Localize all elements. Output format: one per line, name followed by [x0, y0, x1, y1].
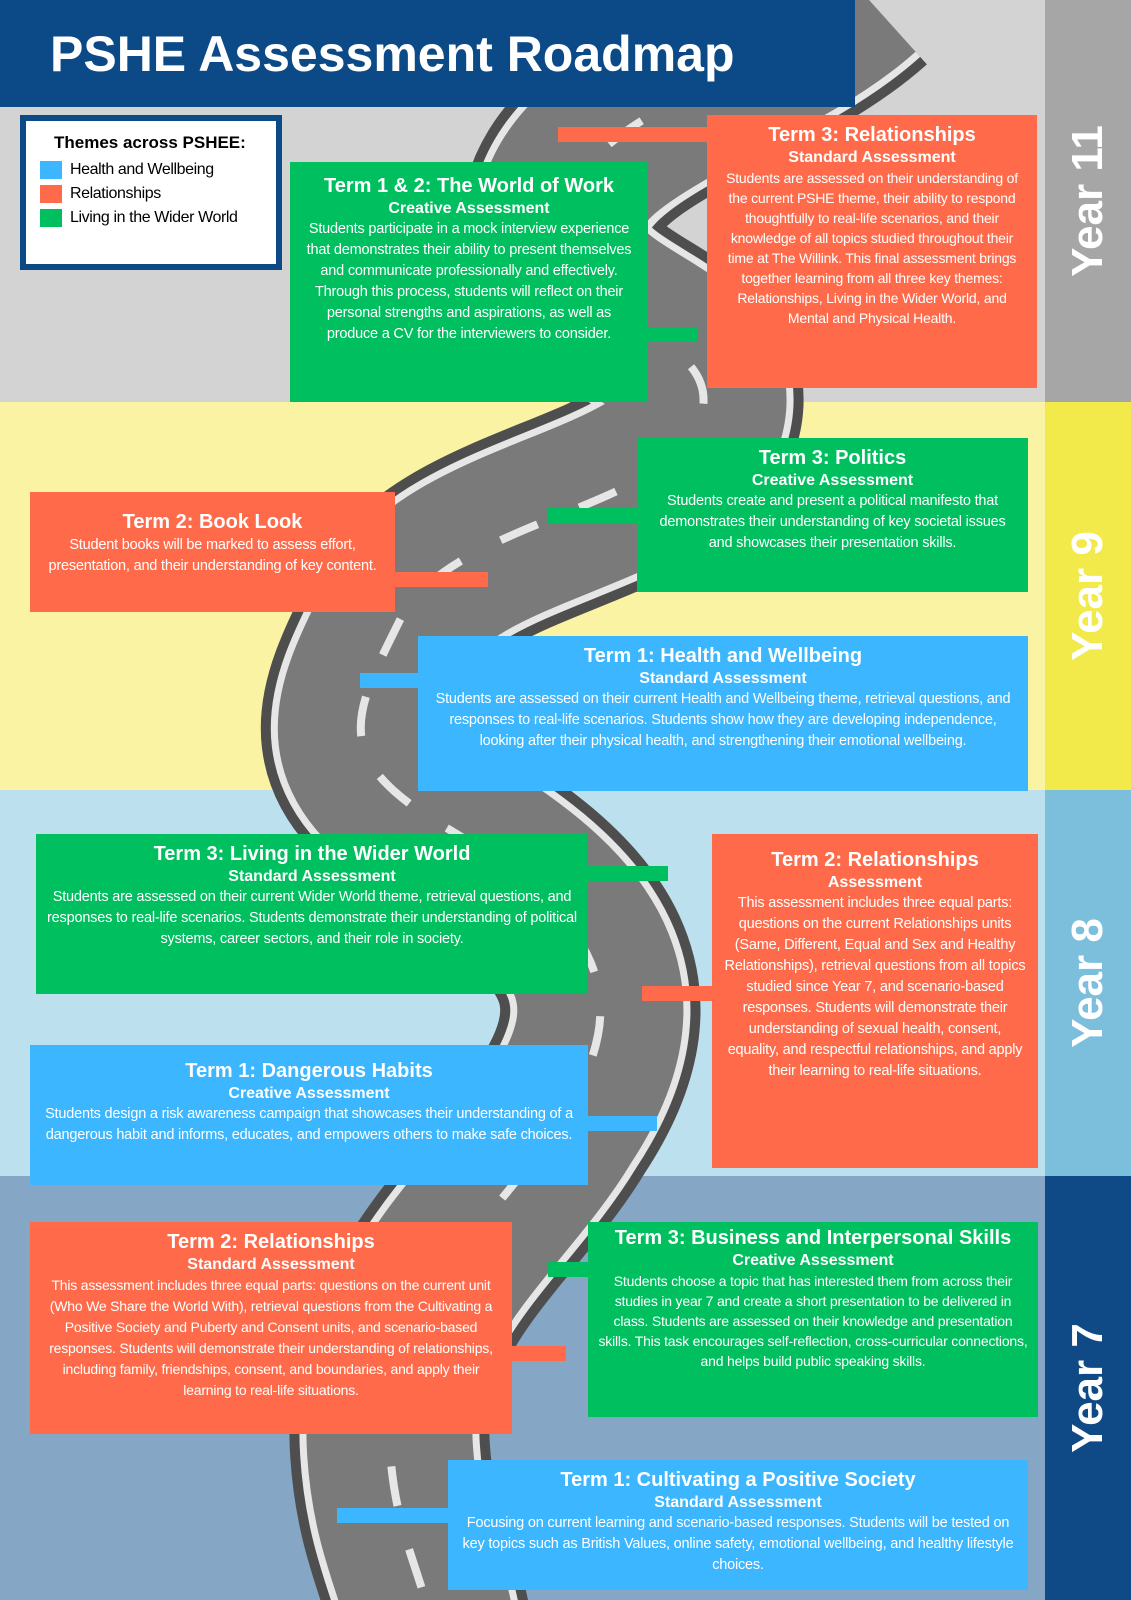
legend-item-relationships: Relationships — [40, 185, 262, 203]
legend-label: Health and Wellbeing — [70, 161, 214, 178]
card-title: Term 1: Dangerous Habits — [185, 1060, 433, 1082]
card-y7-relationships: Term 2: Relationships Standard Assessmen… — [30, 1222, 512, 1434]
year-8-label: Year 8 — [1045, 790, 1131, 1176]
connector — [640, 327, 698, 342]
card-y8-relationships: Term 2: Relationships Assessment This as… — [712, 834, 1038, 1168]
connector — [558, 127, 708, 142]
card-type: Assessment — [827, 874, 923, 891]
year-7-label: Year 7 — [1045, 1176, 1131, 1600]
card-type: Creative Assessment — [732, 1252, 894, 1269]
card-type: Standard Assessment — [187, 1256, 355, 1273]
card-body: Students choose a topic that has interes… — [598, 1273, 1028, 1369]
card-y8-dangerous-habits: Term 1: Dangerous Habits Creative Assess… — [30, 1045, 588, 1185]
year-9-text: Year 9 — [1063, 531, 1112, 661]
card-y11-world-of-work: Term 1 & 2: The World of Work Creative A… — [290, 162, 648, 402]
connector — [548, 1262, 590, 1277]
health-swatch — [40, 161, 62, 179]
card-body: Students participate in a mock interview… — [306, 221, 632, 342]
card-y7-business-skills: Term 3: Business and Interpersonal Skill… — [588, 1222, 1038, 1417]
year-11-label: Year 11 — [1045, 0, 1131, 402]
legend-label: Relationships — [70, 185, 161, 202]
relationships-swatch — [40, 185, 62, 203]
card-title: Term 3: Business and Interpersonal Skill… — [614, 1227, 1012, 1249]
card-y9-book-look: Term 2: Book Look Student books will be … — [30, 492, 395, 612]
card-y9-health-wellbeing: Term 1: Health and Wellbeing Standard As… — [418, 636, 1028, 791]
card-title: Term 3: Politics — [758, 447, 907, 469]
card-body: Focusing on current learning and scenari… — [462, 1515, 1014, 1573]
card-type: Creative Assessment — [751, 472, 914, 489]
card-title: Term 1: Cultivating a Positive Society — [560, 1469, 916, 1491]
year-7-text: Year 7 — [1063, 1323, 1112, 1453]
card-type: Standard Assessment — [788, 149, 956, 166]
card-body: Students are assessed on their current W… — [47, 889, 577, 947]
card-title: Term 2: Book Look — [122, 511, 303, 533]
card-type: Creative Assessment — [388, 200, 550, 217]
card-body: Students design a risk awareness campaig… — [45, 1106, 573, 1143]
card-y11-relationships: Term 3: Relationships Standard Assessmen… — [707, 115, 1037, 388]
legend-item-health: Health and Wellbeing — [40, 161, 262, 179]
card-body: Students create and present a political … — [659, 493, 1006, 551]
connector — [585, 866, 668, 881]
year-11-text: Year 11 — [1063, 125, 1113, 277]
connector — [337, 1508, 449, 1523]
card-body: This assessment includes three equal par… — [724, 895, 1026, 1079]
card-title: Term 1: Health and Wellbeing — [583, 645, 863, 667]
card-body: Student books will be marked to assess e… — [48, 537, 377, 574]
card-title: Term 2: Relationships — [167, 1231, 375, 1253]
connector — [585, 1116, 657, 1131]
card-type: Standard Assessment — [654, 1494, 822, 1511]
card-title: Term 3: Living in the Wider World — [153, 843, 471, 865]
connector — [360, 673, 420, 688]
card-y9-politics: Term 3: Politics Creative Assessment Stu… — [637, 438, 1028, 592]
card-body: Students are assessed on their current H… — [435, 691, 1011, 749]
themes-legend: Themes across PSHEE: Health and Wellbein… — [20, 115, 282, 270]
connector — [390, 572, 488, 587]
card-title: Term 3: Relationships — [768, 124, 976, 146]
year-8-text: Year 8 — [1063, 918, 1112, 1048]
page-title: PSHE Assessment Roadmap — [0, 0, 855, 107]
card-title: Term 1 & 2: The World of Work — [323, 175, 615, 197]
connector — [548, 508, 638, 523]
card-y8-wider-world: Term 3: Living in the Wider World Standa… — [36, 834, 588, 994]
card-title: Term 2: Relationships — [771, 849, 979, 871]
card-body: Students are assessed on their understan… — [726, 170, 1018, 326]
road-center-dashes — [356, 0, 855, 1600]
card-y7-positive-society: Term 1: Cultivating a Positive Society S… — [448, 1460, 1028, 1590]
wider-world-swatch — [40, 209, 62, 227]
legend-label: Living in the Wider World — [70, 209, 238, 226]
card-body: This assessment includes three equal par… — [49, 1277, 493, 1398]
legend-heading: Themes across PSHEE: — [54, 133, 246, 152]
connector — [642, 986, 714, 1001]
year-9-label: Year 9 — [1045, 402, 1131, 790]
connector — [510, 1346, 566, 1361]
legend-item-wider-world: Living in the Wider World — [40, 209, 262, 227]
card-type: Standard Assessment — [228, 868, 396, 885]
card-type: Standard Assessment — [639, 670, 807, 687]
card-type: Creative Assessment — [228, 1085, 390, 1102]
